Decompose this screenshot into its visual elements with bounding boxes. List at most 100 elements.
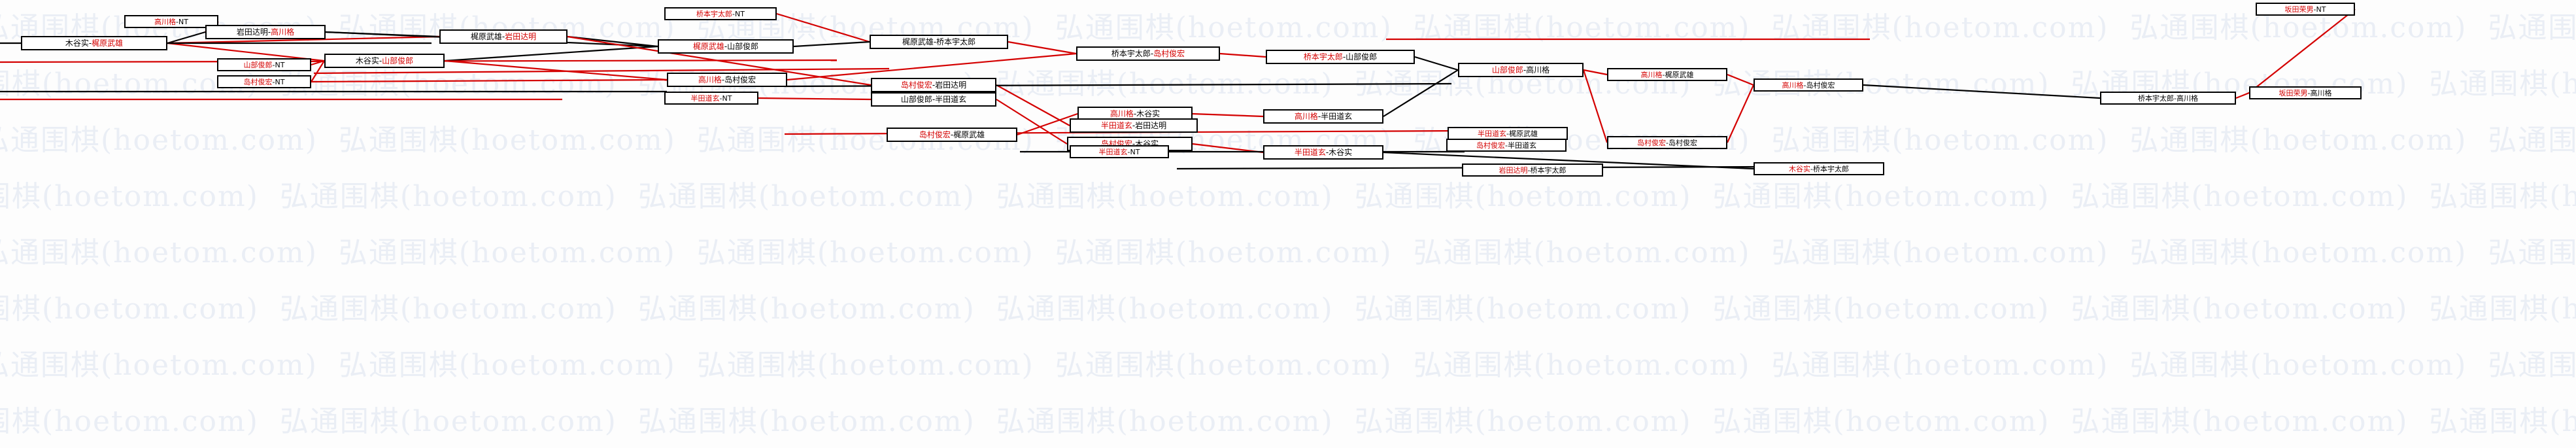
match-node[interactable]: 岛村俊宏-岩田达明	[871, 78, 996, 92]
match-node[interactable]: 半田道玄-NT	[664, 92, 758, 105]
match-node[interactable]: 岛村俊宏-NT	[217, 75, 311, 88]
player-right: 梶原武雄	[1508, 129, 1538, 138]
player-left: 坂田荣男	[2284, 5, 2314, 14]
bracket-edge	[567, 35, 658, 48]
name-separator: -	[1132, 121, 1136, 130]
match-node[interactable]: 桥本宇太郎-高川格	[2100, 92, 2236, 105]
bracket-edge	[444, 45, 658, 62]
bracket-edge	[996, 84, 1070, 126]
match-node[interactable]: 岩田达明-桥本宇太郎	[1462, 164, 1603, 177]
bracket-edge	[1008, 41, 1077, 55]
bracket-edge	[758, 97, 872, 101]
player-left: 木谷实	[355, 56, 379, 65]
name-separator: -	[1342, 52, 1346, 61]
bracket-edge	[2248, 9, 2356, 94]
player-right: 桥本宇太郎	[936, 37, 976, 46]
name-separator: -	[719, 94, 722, 103]
name-separator: -	[176, 17, 179, 26]
player-right: 桥本宇太郎	[1530, 165, 1567, 175]
player-left: 岩田达明	[236, 27, 268, 37]
match-node[interactable]: 高川格-岛村俊宏	[667, 73, 787, 87]
bracket-edge	[444, 60, 668, 81]
match-node[interactable]: 坂田荣男-NT	[2256, 3, 2355, 16]
player-left: 桥本宇太郎	[2138, 94, 2174, 103]
name-separator: -	[88, 39, 92, 48]
name-separator: -	[1133, 109, 1137, 118]
bracket-edge	[167, 31, 206, 44]
player-right: 山部俊郎	[382, 56, 414, 65]
player-right: 半田道玄	[1507, 141, 1536, 150]
match-node[interactable]: 木谷实-梶原武雄	[21, 36, 167, 50]
name-separator: -	[379, 56, 382, 65]
bracket-edge	[1192, 143, 1264, 154]
match-node[interactable]: 山部俊郎-NT	[217, 58, 311, 71]
player-right: 高川格	[2176, 94, 2198, 103]
player-right: 半田道玄	[935, 95, 967, 104]
bracket-edge	[1726, 84, 1755, 143]
name-separator: -	[1325, 148, 1329, 157]
match-node[interactable]: 梶原武雄-桥本宇太郎	[870, 35, 1008, 49]
name-separator: -	[1527, 165, 1531, 175]
player-right: 岛村俊宏	[724, 75, 756, 84]
name-separator: -	[1662, 70, 1665, 79]
name-separator: -	[1523, 65, 1527, 75]
player-left: 木谷实	[65, 39, 89, 48]
match-node[interactable]: 半田道玄-梶原武雄	[1448, 127, 1568, 140]
player-left: 山部俊郎	[1491, 65, 1523, 75]
match-node[interactable]: 岛村俊宏-半田道玄	[1446, 139, 1567, 152]
name-separator: -	[724, 42, 728, 51]
match-node[interactable]: 桥本宇太郎-山部俊郎	[1266, 50, 1415, 64]
match-node[interactable]: 岛村俊宏-岛村俊宏	[1607, 136, 1727, 149]
match-node[interactable]: 半田道玄-木谷实	[1263, 145, 1383, 160]
name-separator: -	[2313, 5, 2316, 14]
player-right: NT	[275, 77, 285, 86]
match-node[interactable]: 半田道玄-NT	[1070, 145, 1169, 158]
match-node[interactable]: 桥本宇太郎-岛村俊宏	[1076, 46, 1220, 61]
bracket-edge	[167, 35, 440, 44]
bracket-edge	[2235, 92, 2250, 99]
match-node[interactable]: 山部俊郎-半田道玄	[871, 92, 996, 107]
name-separator: -	[950, 130, 954, 139]
player-left: 岛村俊宏	[1637, 138, 1666, 147]
player-right: 木谷实	[1136, 109, 1161, 118]
bracket-edge	[1219, 52, 1266, 58]
bracket-edge	[776, 12, 870, 43]
player-left: 高川格	[698, 75, 722, 84]
match-node[interactable]: 木谷实-山部俊郎	[324, 54, 445, 68]
match-node[interactable]: 高川格-岛村俊宏	[1754, 78, 1863, 92]
match-node[interactable]: 山部俊郎-高川格	[1458, 63, 1584, 77]
player-right: NT	[1130, 147, 1140, 156]
player-right: 岛村俊宏	[1806, 80, 1835, 90]
name-separator: -	[272, 60, 275, 69]
match-node[interactable]: 岛村俊宏-梶原武雄	[887, 128, 1017, 142]
match-node[interactable]: 高川格-NT	[124, 15, 218, 28]
player-right: 岩田达明	[505, 32, 537, 41]
match-node[interactable]: 半田道玄-岩田达明	[1070, 118, 1198, 133]
player-right: 岛村俊宏	[1153, 49, 1185, 58]
name-separator: -	[1127, 147, 1130, 156]
name-separator: -	[1803, 80, 1806, 90]
name-separator: -	[267, 27, 271, 37]
name-separator: -	[1505, 141, 1508, 150]
player-left: 高川格	[1110, 109, 1134, 118]
match-node[interactable]: 高川格-半田道玄	[1263, 109, 1383, 124]
bracket-edge	[793, 41, 870, 48]
match-node[interactable]: 桥本宇太郎-NT	[664, 7, 777, 20]
player-right: 岛村俊宏	[1668, 138, 1697, 147]
player-right: 半田道玄	[1321, 112, 1353, 121]
name-separator: -	[1666, 138, 1669, 147]
match-node[interactable]: 坂田荣男-高川格	[2249, 86, 2362, 99]
bracket-edge	[1192, 112, 1264, 118]
match-node[interactable]: 高川格-梶原武雄	[1607, 68, 1727, 81]
match-node[interactable]: 岩田达明-高川格	[205, 25, 326, 39]
player-right: NT	[178, 17, 188, 26]
bracket-rail	[313, 67, 890, 75]
player-left: 岩田达明	[1499, 165, 1528, 175]
match-node[interactable]: 梶原武雄-岩田达明	[439, 29, 568, 44]
match-node[interactable]: 梶原武雄-山部俊郎	[658, 39, 794, 54]
bracket-edge	[1863, 84, 2101, 99]
match-node[interactable]: 木谷实-桥本宇太郎	[1754, 162, 1884, 175]
bracket-edge	[1727, 73, 1754, 86]
name-separator: -	[2174, 94, 2177, 103]
